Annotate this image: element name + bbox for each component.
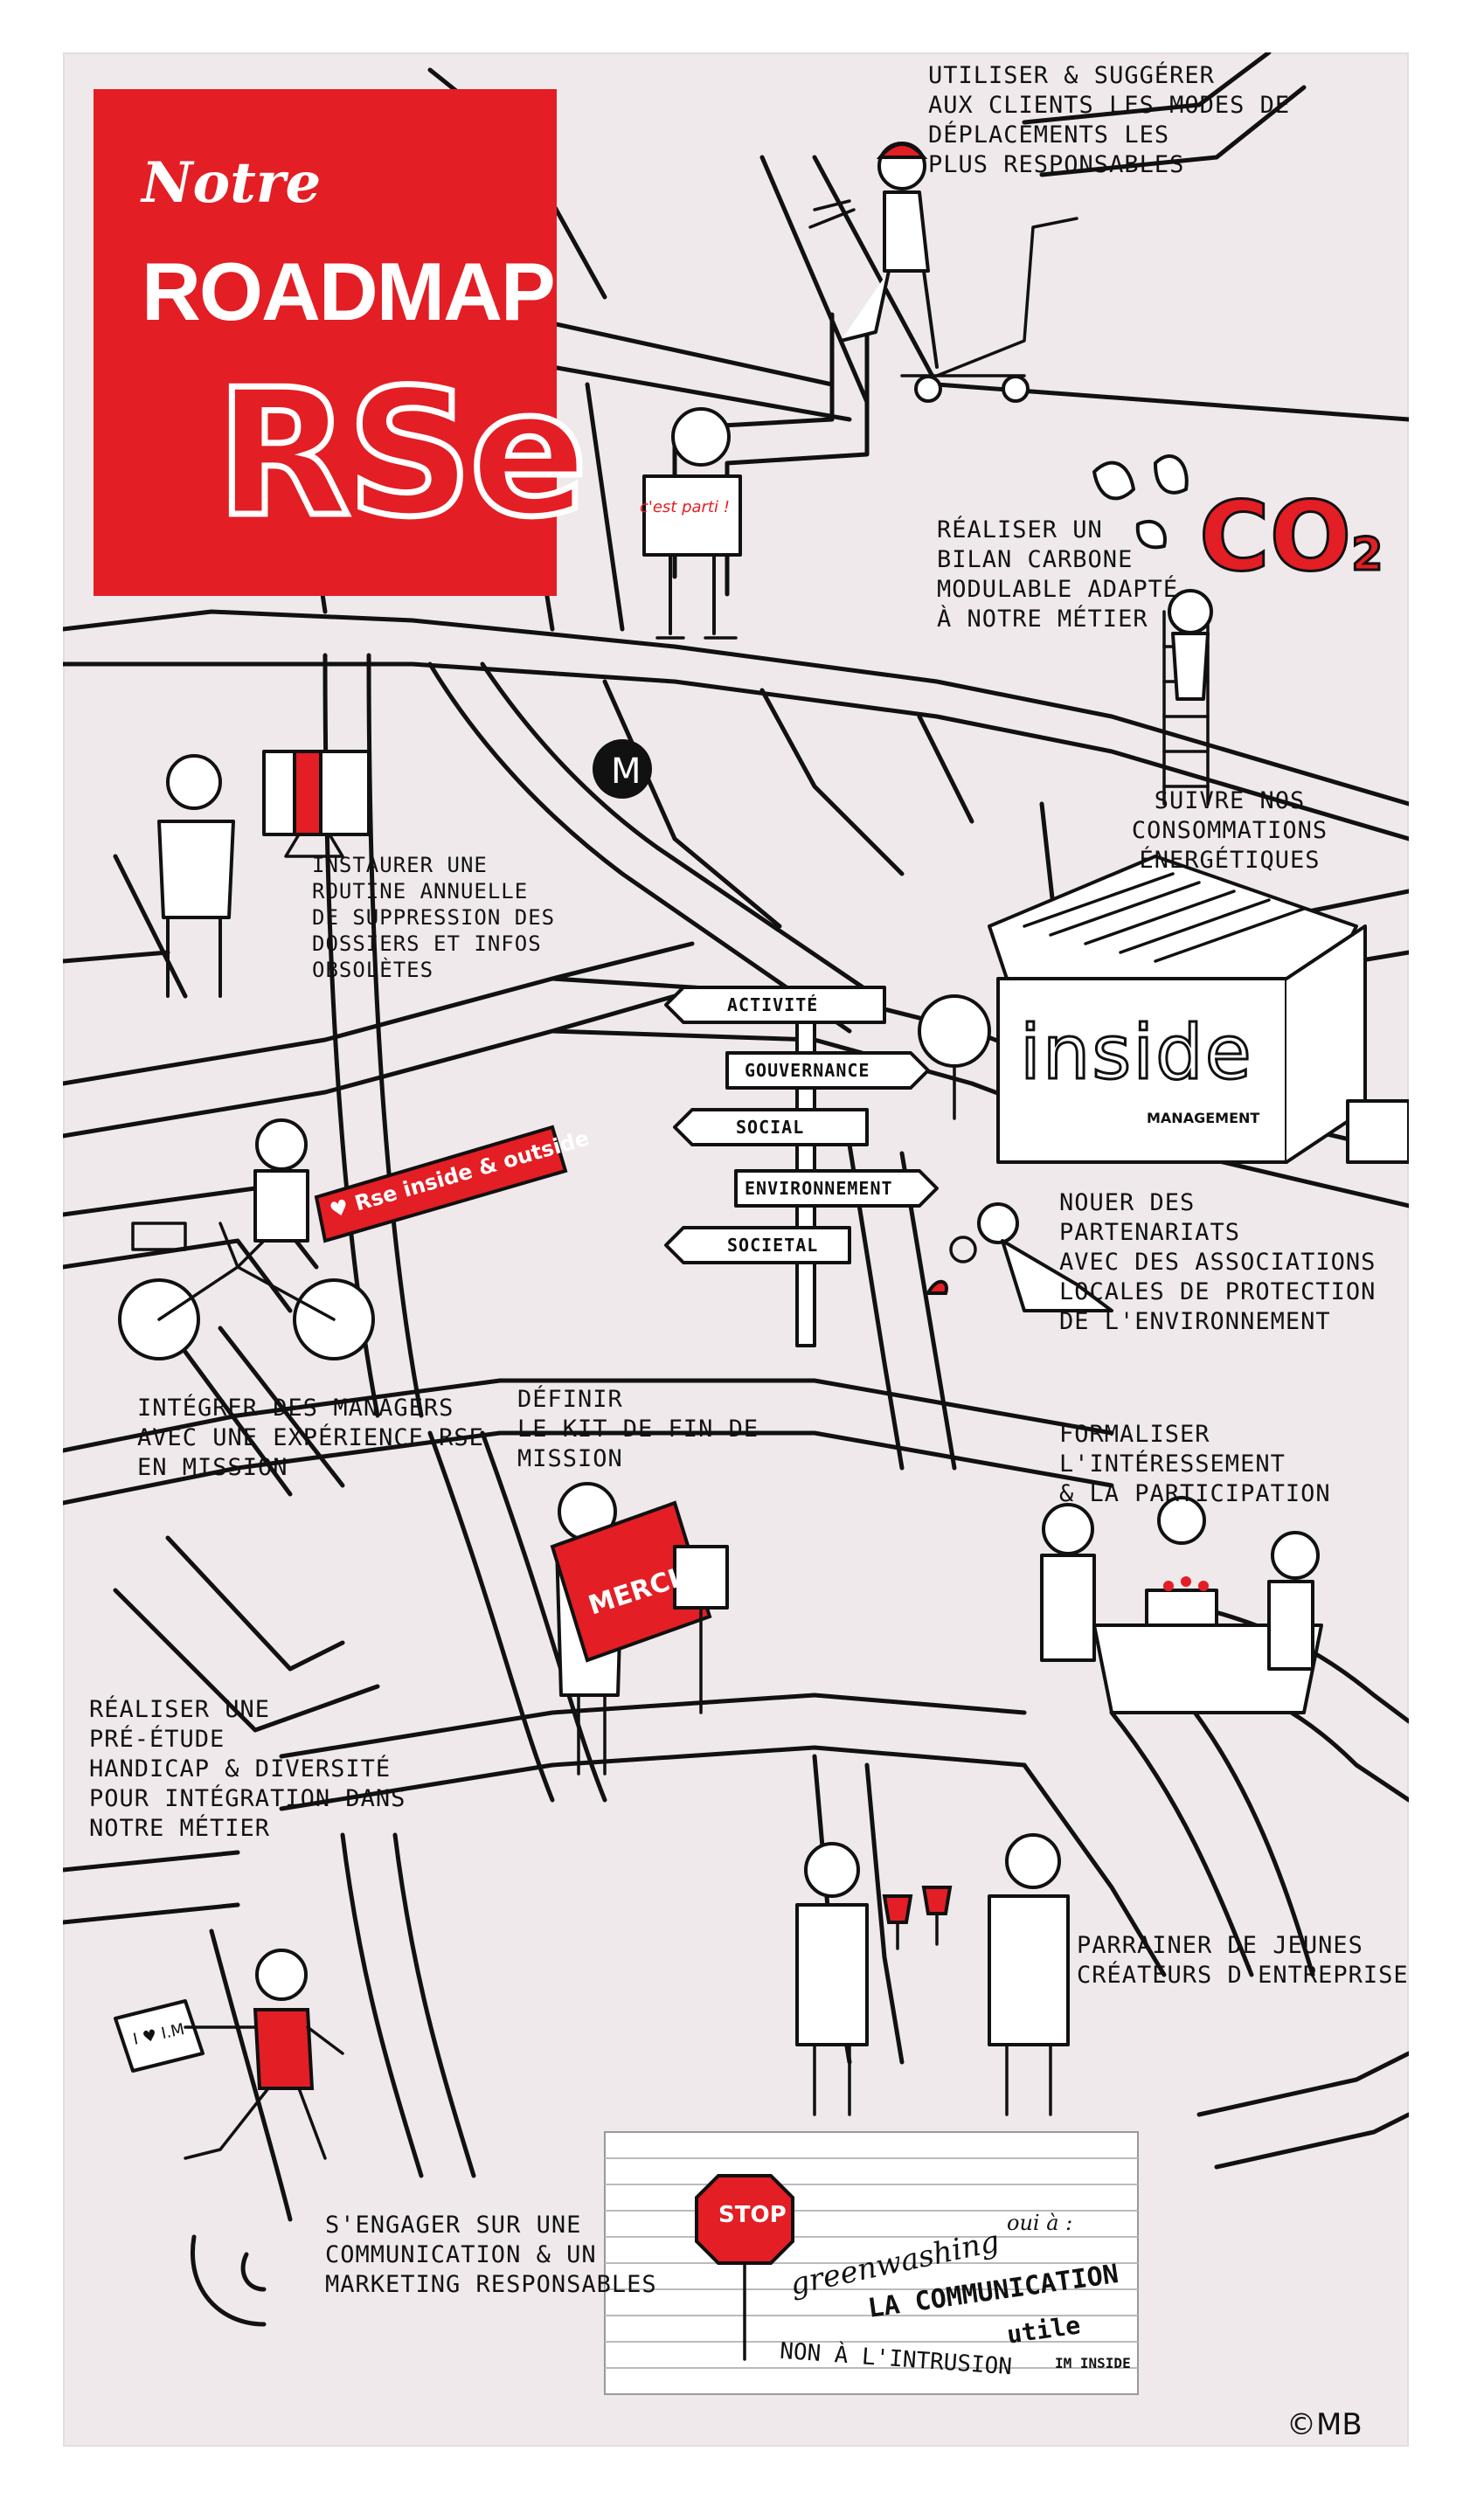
man-at-computer-illustration [157,750,371,998]
leaves-icon [1092,454,1189,550]
sign-gouvernance: GOUVERNANCE [745,1060,870,1081]
stop-sign-label: STOP [718,2202,787,2228]
map-illustration: Notre ROADMAP RSe c'est parti ! M CO2 UT… [63,52,1409,2447]
metro-label: M [611,751,641,792]
ladder-climber-illustration [1162,589,1213,806]
title-notre: Notre [142,150,322,216]
note-kit: DÉFINIR LE KIT DE FIN DE MISSION [517,1386,759,1472]
note-profit: FORMALISER L'INTÉRESSEMENT & LA PARTICIP… [1059,1421,1331,1507]
note-energy: SUIVRE NOS CONSOMMATIONS ÉNERGÉTIQUES [1131,787,1328,874]
note-handicap: RÉALISER UNE PRÉ-ÉTUDE HANDICAP & DIVERS… [89,1696,406,1842]
sign-societal: SOCIETAL [727,1235,819,1256]
house-brand-sub: MANAGEMENT [1147,1110,1260,1126]
toasting-men-illustration [795,1833,1070,2116]
man-with-paper-illustration [642,407,742,640]
co2-icon: CO2 [1197,480,1384,594]
metro-icon [593,739,652,799]
gardener-with-magnifier-illustration [925,1202,1113,1312]
co2-sub: 2 [1350,528,1384,583]
signpost-illustration [664,986,939,1347]
inside-house-illustration [918,855,1409,1164]
note-communication: S'ENGAGER SUR UNE COMMUNICATION & UN MAR… [325,2212,657,2298]
title-block: Notre ROADMAP RSe [94,89,591,596]
runner-illustration [114,1949,344,2160]
streets [63,52,1409,2327]
note-cleanup: INSTAURER UNE ROUTINE ANNUELLE DE SUPPRE… [312,853,556,982]
sign-social: SOCIAL [736,1117,805,1138]
note-managers: INTÉGRER DES MANAGERS AVEC UNE EXPÉRIENC… [137,1395,484,1481]
title-rse: RSe [213,352,592,556]
scooter-rider-illustration [808,142,1078,403]
house-brand: inside [1019,1008,1253,1098]
celebration-table-illustration [1040,1496,1323,1714]
brick-wall-illustration [604,2131,1139,2395]
note-carbon: RÉALISER UN BILAN CARBONE MODULABLE ADAP… [937,516,1179,633]
title-roadmap: ROADMAP [142,246,556,337]
note-sponsor: PARRAINER DE JEUNES CRÉATEURS D'ENTREPRI… [1077,1932,1409,1989]
note-mobility: UTILISER & SUGGÉRER AUX CLIENTS LES MODE… [928,62,1291,178]
speech-bubble: c'est parti ! [640,498,730,516]
sign-activite: ACTIVITÉ [727,994,819,1015]
graffiti-tag: IM INSIDE [1055,2355,1131,2371]
sign-environnement: ENVIRONNEMENT [745,1178,893,1199]
note-partners: NOUER DES PARTENARIATS AVEC DES ASSOCIAT… [1059,1189,1377,1335]
copyright: ©MB [1286,2407,1363,2442]
street-map [63,52,1409,2395]
graffiti-oui: oui à : [1007,2211,1073,2235]
cyclist-illustration [118,1118,568,1360]
woman-with-envelope-illustration [550,1482,729,1776]
co2-text: CO [1197,480,1352,594]
